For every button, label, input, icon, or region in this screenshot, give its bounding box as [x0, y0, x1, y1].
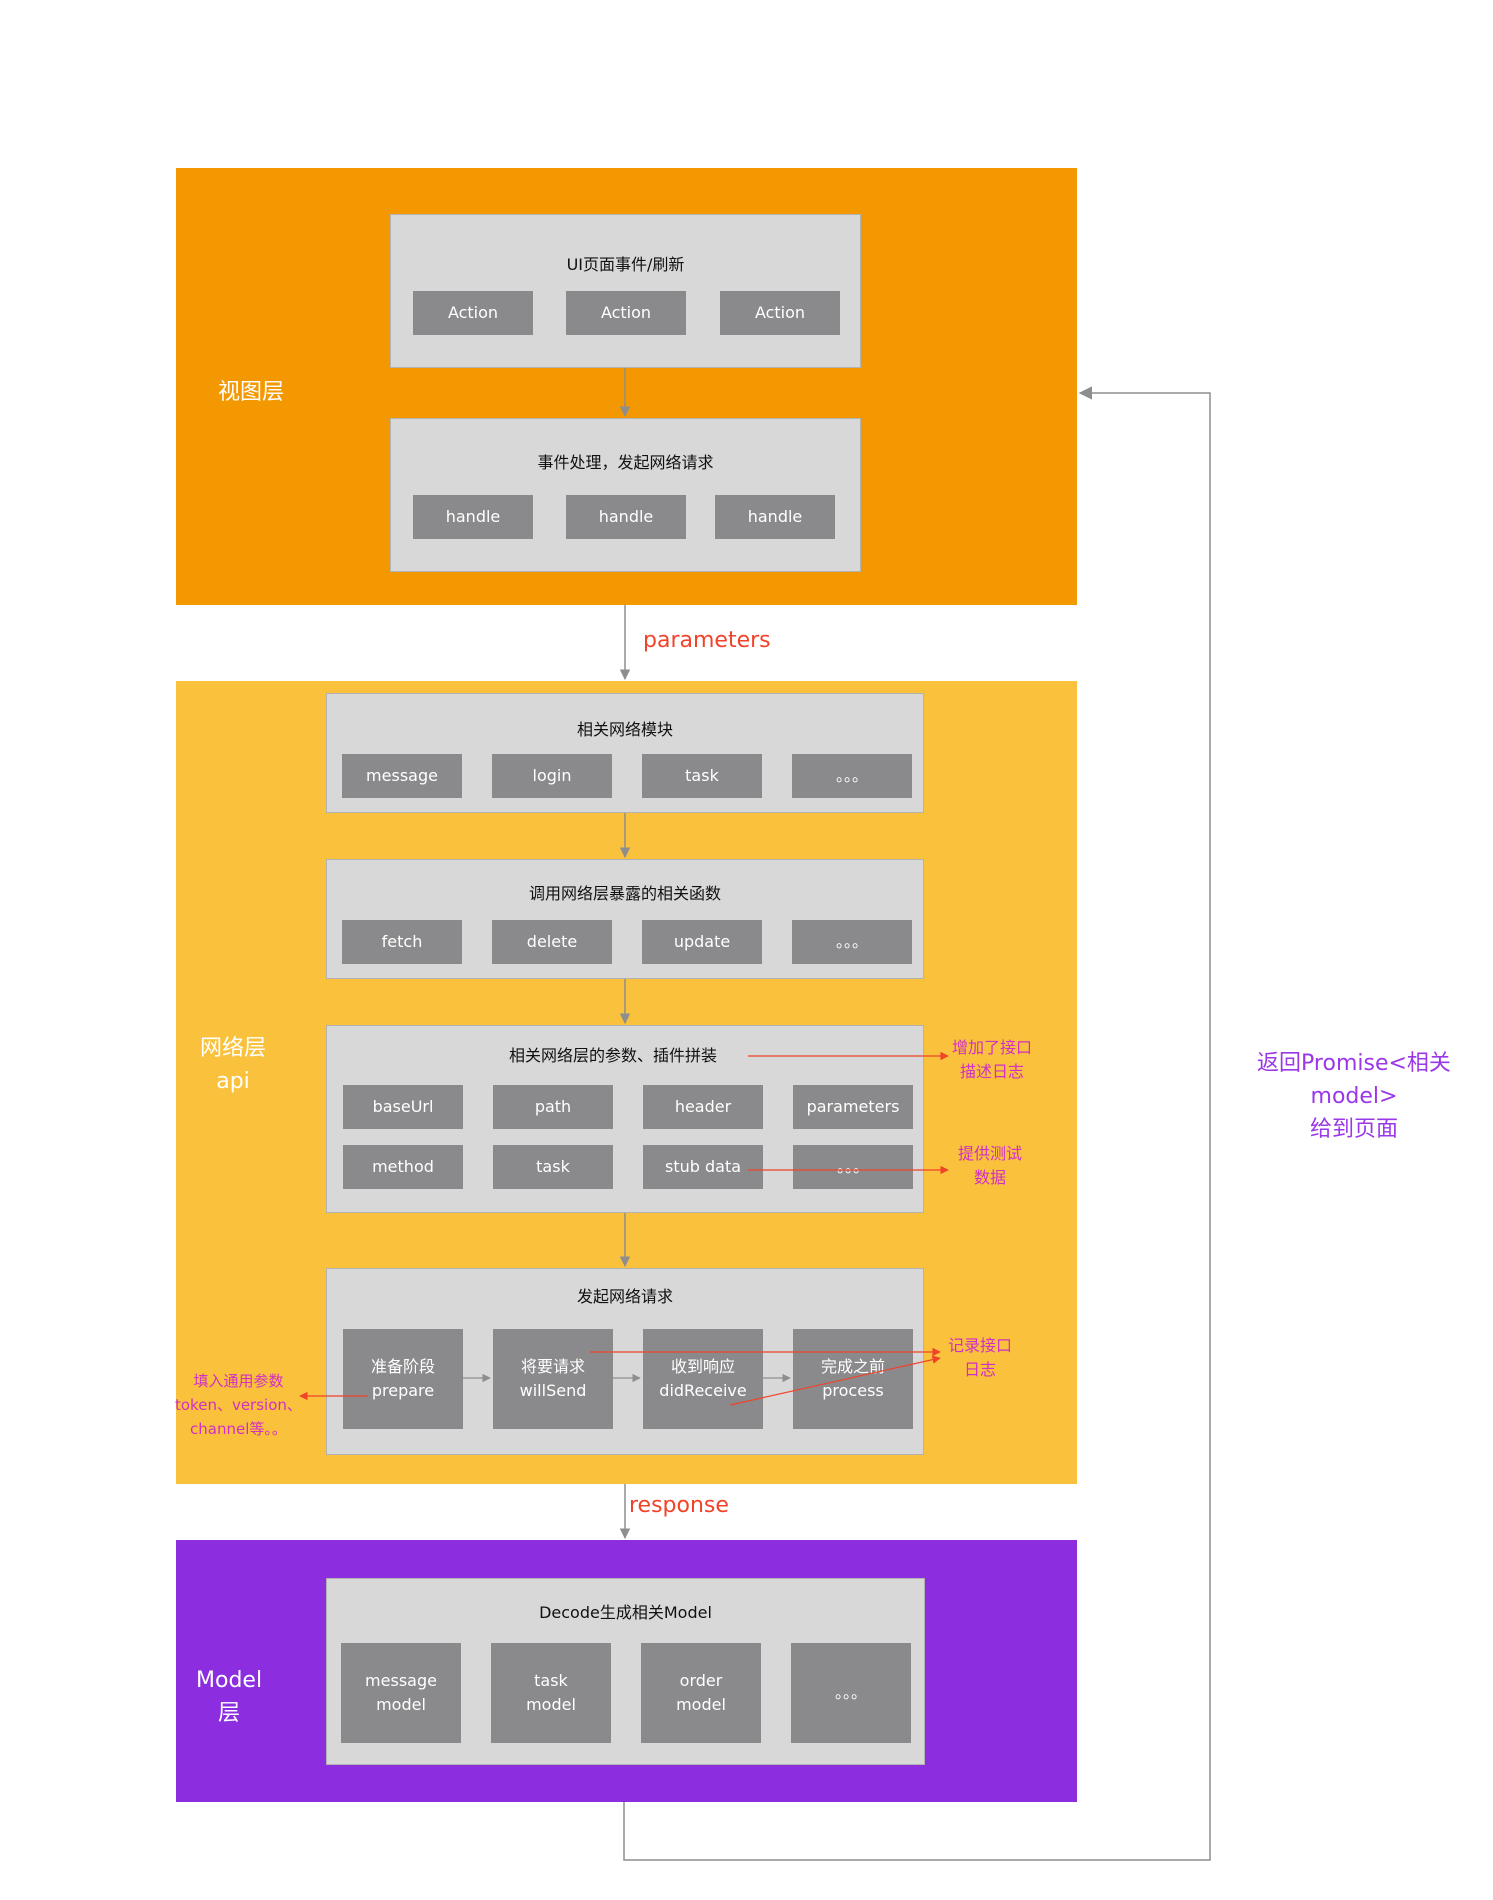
parameters-label: parameters — [643, 628, 771, 653]
ui-events-panel: UI页面事件/刷新 Action Action Action — [390, 214, 861, 368]
model-chip: task model — [491, 1643, 611, 1743]
test-data-note: 提供测试 数据 — [958, 1144, 1023, 1187]
model-chip: message model — [341, 1643, 461, 1743]
ui-events-title: UI页面事件/刷新 — [566, 255, 685, 274]
network-layer: 网络层 api 相关网络模块 message login task 。。。 调用… — [176, 681, 1077, 1484]
params-assembly-panel: 相关网络层的参数、插件拼装 baseUrl path header parame… — [326, 1025, 924, 1213]
event-handling-panel: 事件处理，发起网络请求 handle handle handle — [390, 418, 861, 572]
network-modules-title: 相关网络模块 — [576, 720, 673, 739]
model-layer-label: Model 层 — [196, 1664, 262, 1730]
param-chip: path — [493, 1085, 613, 1129]
process-stage-chip: 完成之前 process — [793, 1329, 913, 1429]
network-layer-label: 网络层 api — [200, 1032, 266, 1098]
event-handling-title: 事件处理，发起网络请求 — [537, 453, 714, 472]
network-modules-panel: 相关网络模块 message login task 。。。 — [326, 693, 924, 813]
params-assembly-title: 相关网络层的参数、插件拼装 — [509, 1046, 718, 1065]
handle-chip: handle — [413, 495, 533, 539]
model-layer-label-line2: 层 — [218, 1701, 241, 1726]
exposed-functions-panel: 调用网络层暴露的相关函数 fetch delete update 。。。 — [326, 859, 924, 979]
function-chip: delete — [492, 920, 612, 964]
param-chip: method — [343, 1145, 463, 1189]
param-chip: 。。。 — [793, 1145, 913, 1189]
param-chip: baseUrl — [343, 1085, 463, 1129]
param-chip: stub data — [643, 1145, 763, 1189]
view-layer: 视图层 UI页面事件/刷新 Action Action Action 事件处理，… — [176, 168, 1077, 605]
function-chip: fetch — [342, 920, 462, 964]
send-request-panel: 发起网络请求 准备阶段 prepare 将要请求 willSend 收到响应 d… — [326, 1268, 924, 1455]
model-layer: Model 层 Decode生成相关Model message model ta… — [176, 1540, 1077, 1802]
send-request-title: 发起网络请求 — [576, 1287, 673, 1306]
module-chip: 。。。 — [792, 754, 912, 798]
response-label: response — [629, 1493, 729, 1518]
handle-chip: handle — [566, 495, 686, 539]
param-chip: task — [493, 1145, 613, 1189]
return-promise-label: 返回Promise<相关model> 给到页面 — [1257, 1051, 1451, 1142]
prepare-stage-chip: 准备阶段 prepare — [343, 1329, 463, 1429]
view-layer-label: 视图层 — [218, 380, 285, 405]
network-layer-label-line1: 网络层 — [200, 1036, 267, 1061]
network-layer-label-line2: api — [216, 1069, 250, 1094]
param-chip: parameters — [793, 1085, 913, 1129]
log-description-note: 增加了接口 描述日志 — [952, 1038, 1033, 1081]
model-chip: 。。。 — [791, 1643, 911, 1743]
action-chip: Action — [413, 291, 533, 335]
handle-chip: handle — [715, 495, 835, 539]
module-chip: login — [492, 754, 612, 798]
module-chip: message — [342, 754, 462, 798]
decode-model-panel: Decode生成相关Model message model task model… — [326, 1578, 925, 1765]
decode-model-title: Decode生成相关Model — [539, 1603, 712, 1622]
module-chip: task — [642, 754, 762, 798]
model-layer-label-line1: Model — [196, 1668, 263, 1693]
function-chip: 。。。 — [792, 920, 912, 964]
action-chip: Action — [566, 291, 686, 335]
action-chip: Action — [720, 291, 840, 335]
param-chip: header — [643, 1085, 763, 1129]
common-params-note: 填入通用参数 token、version、 channel等。。 — [175, 1372, 302, 1438]
record-log-note: 记录接口 日志 — [948, 1336, 1013, 1379]
model-chip: order model — [641, 1643, 761, 1743]
willsend-stage-chip: 将要请求 willSend — [493, 1329, 613, 1429]
function-chip: update — [642, 920, 762, 964]
exposed-functions-title: 调用网络层暴露的相关函数 — [528, 884, 721, 903]
didreceive-stage-chip: 收到响应 didReceive — [643, 1329, 763, 1429]
